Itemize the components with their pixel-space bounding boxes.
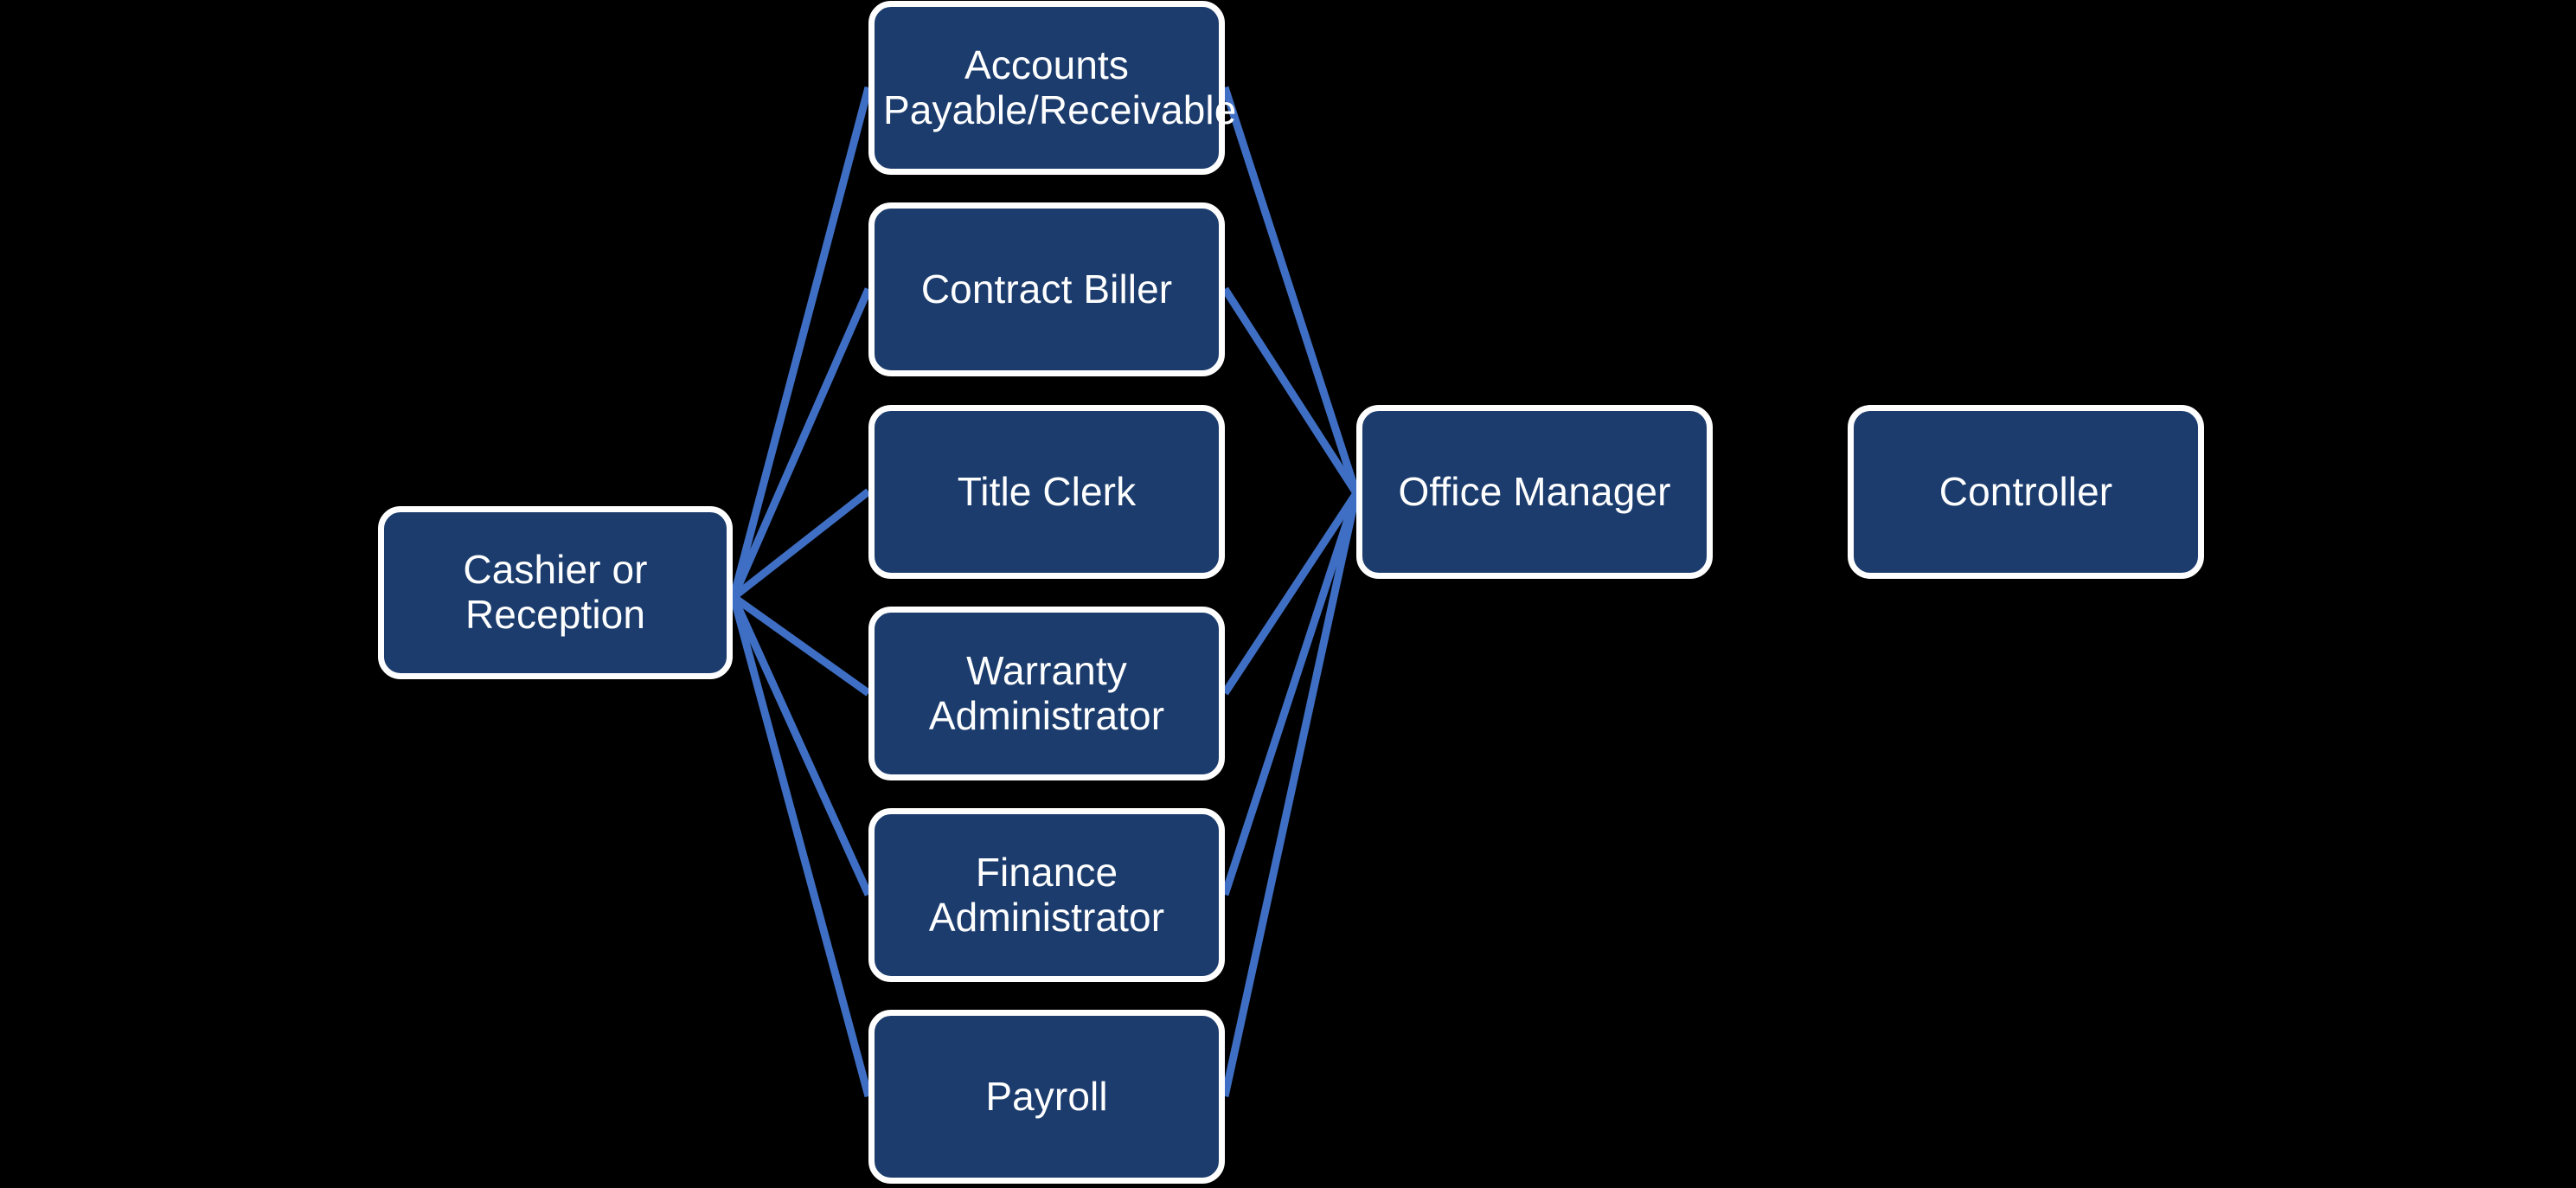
connector-warranty_admin-to-office_manager [1221, 491, 1360, 696]
node-title_clerk[interactable]: Title Clerk [868, 405, 1225, 579]
node-label-cashier: Cashier or Reception [463, 547, 648, 637]
node-label-title_clerk: Title Clerk [957, 468, 1137, 514]
node-label-office_manager: Office Manager [1398, 468, 1671, 514]
node-office_manager[interactable]: Office Manager [1356, 405, 1713, 579]
node-label-payroll: Payroll [985, 1073, 1108, 1119]
connector-finance_admin-to-office_manager [1221, 491, 1361, 896]
connector-cashier-to-finance_admin [729, 595, 873, 896]
node-label-finance_admin: Finance Administrator [928, 849, 1165, 940]
connector-cashier-to-warranty_admin [731, 594, 871, 697]
node-label-warranty_admin: Warranty Administrator [928, 647, 1165, 738]
node-payroll[interactable]: Payroll [868, 1010, 1225, 1184]
node-label-accounts: Accounts Payable/Receivable [883, 42, 1237, 132]
connector-payroll-to-office_manager [1221, 492, 1361, 1097]
connector-cashier-to-payroll [729, 595, 873, 1098]
node-controller[interactable]: Controller [1848, 405, 2204, 579]
node-warranty_admin[interactable]: Warranty Administrator [868, 607, 1225, 780]
node-contract_biller[interactable]: Contract Biller [868, 202, 1225, 376]
node-finance_admin[interactable]: Finance Administrator [868, 808, 1225, 982]
node-label-controller: Controller [1938, 468, 2113, 514]
connector-cashier-to-contract_biller [729, 287, 873, 599]
node-accounts[interactable]: Accounts Payable/Receivable [868, 1, 1237, 175]
connector-accounts-to-office_manager [1221, 86, 1361, 495]
connector-contract_biller-to-office_manager [1221, 286, 1360, 496]
connector-cashier-to-accounts [729, 86, 873, 599]
node-label-contract_biller: Contract Biller [920, 266, 1173, 311]
node-cashier[interactable]: Cashier or Reception [378, 506, 733, 679]
connector-cashier-to-title_clerk [731, 488, 871, 600]
